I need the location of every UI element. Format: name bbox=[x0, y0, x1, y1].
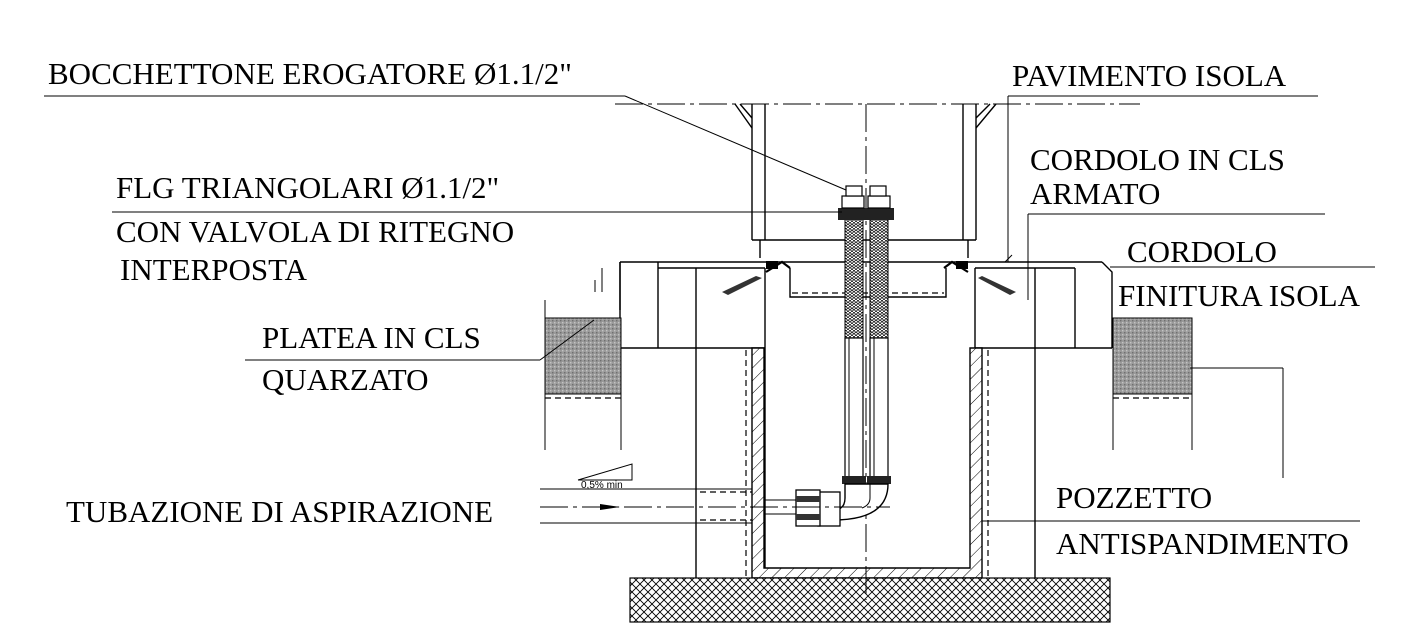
label-bocchettone: BOCCHETTONE EROGATORE Ø1.1/2" bbox=[48, 56, 572, 91]
pozzetto bbox=[745, 347, 989, 583]
label-pavimento: PAVIMENTO ISOLA bbox=[1012, 58, 1287, 93]
label-flg-3: INTERPOSTA bbox=[120, 252, 308, 287]
label-platea-2: QUARZATO bbox=[262, 362, 429, 397]
label-platea-1: PLATEA IN CLS bbox=[262, 320, 481, 355]
label-cordolo-cls-1: CORDOLO IN CLS bbox=[1030, 142, 1285, 177]
slope-text: 0,5% min bbox=[581, 480, 623, 491]
label-flg-2: CON VALVOLA DI RITEGNO bbox=[116, 214, 514, 249]
platea-blocks bbox=[544, 300, 1193, 450]
label-cordolo-fin-2: FINITURA ISOLA bbox=[1118, 278, 1361, 313]
label-flg-1: FLG TRIANGOLARI Ø1.1/2" bbox=[116, 170, 499, 205]
leader-lines bbox=[44, 95, 1375, 522]
label-pozzetto-1: POZZETTO bbox=[1056, 480, 1212, 515]
label-cordolo-fin-1: CORDOLO bbox=[1127, 234, 1277, 269]
label-cordolo-cls-2: ARMATO bbox=[1030, 176, 1160, 211]
dispenser-base bbox=[615, 103, 1140, 258]
label-tubazione: TUBAZIONE DI ASPIRAZIONE bbox=[66, 494, 493, 529]
suction-piping: 0,5% min bbox=[540, 463, 890, 527]
foundation-base bbox=[629, 577, 1111, 623]
label-pozzetto-2: ANTISPANDIMENTO bbox=[1056, 526, 1349, 561]
vertical-pipes bbox=[838, 104, 894, 600]
